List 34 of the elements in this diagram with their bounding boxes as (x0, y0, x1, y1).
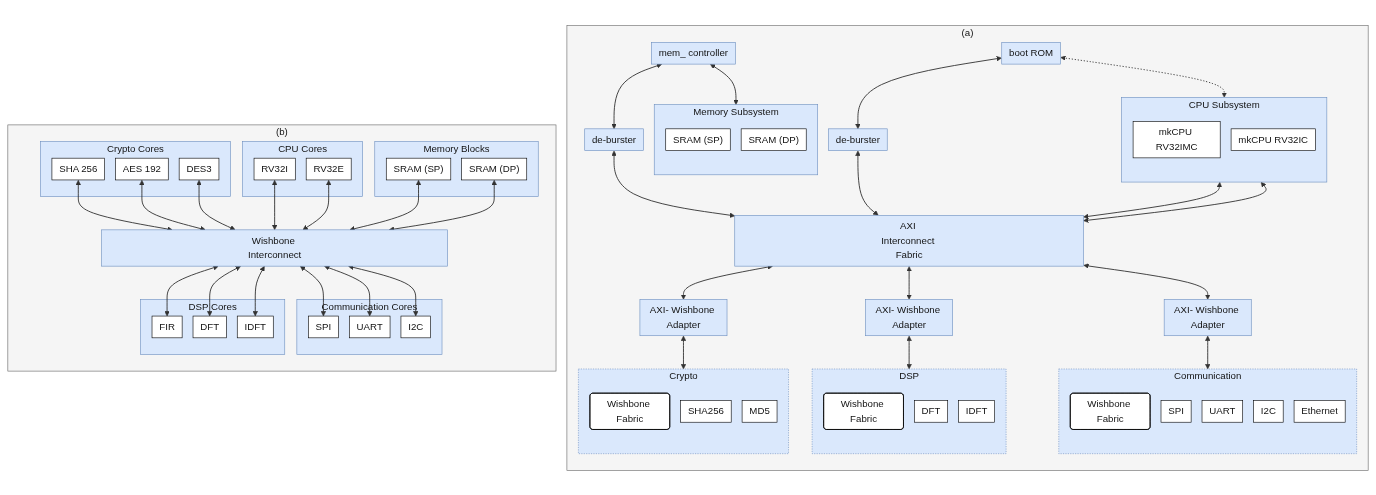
node-box: UART (1201, 399, 1243, 423)
node-box: SRAM (DP) (740, 128, 807, 151)
node-box: AES 192 (115, 157, 169, 180)
node-box: AXI- Wishbone Adapter (865, 298, 953, 336)
node-box: de-burster (584, 128, 644, 151)
node-box: UART (349, 315, 391, 338)
node-box: DFT (914, 399, 948, 423)
node-box: RV32I (253, 157, 296, 180)
node-box: AXI Interconnect Fabric (734, 214, 1084, 266)
node-box: RV32E (305, 157, 352, 180)
node-box: FIR (151, 315, 183, 338)
node-box: MD5 (741, 399, 778, 423)
node-box: DFT (192, 315, 227, 338)
node-box: AXI- Wishbone Adapter (639, 298, 728, 336)
node-box: SRAM (SP) (665, 128, 731, 151)
node-box: IDFT (236, 315, 274, 338)
node-box: mkCPU RV32IMC (1132, 120, 1221, 158)
node-box: I2C (1253, 399, 1284, 423)
node-box: SPI (308, 315, 339, 338)
node-box: boot ROM (1001, 41, 1061, 64)
node-box: mem_ controller (651, 41, 736, 64)
node-box: SRAM (DP) (461, 157, 528, 180)
node-box: de-burster (828, 128, 888, 151)
node-box: Ethernet (1293, 399, 1346, 423)
node-box: DES3 (178, 157, 220, 180)
node-box: SPI (1160, 399, 1192, 423)
node-box: SHA 256 (51, 157, 105, 180)
node-box: SRAM (SP) (385, 157, 452, 180)
node-box: I2C (400, 315, 431, 338)
node-box: mkCPU RV32IC (1230, 128, 1316, 151)
node-box: Wishbone Interconnect (101, 229, 448, 266)
node-box: SHA256 (680, 399, 732, 423)
node-box: AXI- Wishbone Adapter (1163, 298, 1252, 336)
node-box: IDFT (958, 399, 995, 423)
